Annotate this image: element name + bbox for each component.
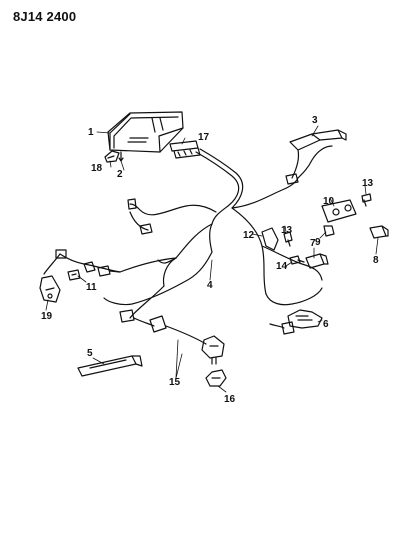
callout-13b: 13 <box>281 225 293 236</box>
sensor-bracket <box>269 309 323 335</box>
main-harness <box>103 145 333 306</box>
harness-connector <box>169 140 201 159</box>
sensor-nut <box>205 369 227 387</box>
callout-14: 14 <box>276 261 288 272</box>
callout-8: 8 <box>373 255 379 266</box>
callout-12: 12 <box>243 230 255 241</box>
screw <box>118 151 124 162</box>
callout-9: 9 <box>315 237 321 248</box>
pigtail-upper <box>127 198 217 235</box>
connector-barrel <box>305 253 329 269</box>
callout-17: 17 <box>198 132 210 143</box>
callout-15: 15 <box>169 377 181 388</box>
terminal-clip <box>261 227 279 251</box>
callout-5: 5 <box>87 348 93 359</box>
leader-lines <box>45 125 379 393</box>
callout-11: 11 <box>86 282 97 293</box>
oxygen-sensor <box>201 335 225 365</box>
callout-2: 2 <box>117 169 123 180</box>
tie-strap <box>77 355 143 377</box>
module-clip <box>104 150 120 163</box>
sensor-wire <box>119 285 207 345</box>
mounting-bracket <box>39 275 61 303</box>
diagram-code: 8J14 2400 <box>13 9 77 24</box>
screw-small <box>283 231 293 247</box>
callout-18: 18 <box>91 163 103 174</box>
callout-13a: 13 <box>362 178 374 189</box>
callout-6: 6 <box>323 319 329 330</box>
lamp-socket <box>369 225 389 239</box>
grommet <box>67 269 81 281</box>
sensor-upper <box>285 129 347 185</box>
callout-4: 4 <box>207 280 213 291</box>
pigtail-left <box>43 249 121 277</box>
callout-16: 16 <box>224 394 236 405</box>
callout-3: 3 <box>312 115 318 126</box>
callout-7: 7 <box>310 238 316 249</box>
callout-10: 10 <box>323 196 335 207</box>
nut <box>323 225 335 237</box>
bracket-plate <box>321 193 372 223</box>
control-module <box>107 111 184 153</box>
callout-19: 19 <box>41 311 53 322</box>
callout-labels: 1 2 18 17 3 13 10 9 8 12 13 7 14 4 11 19… <box>41 115 379 405</box>
callout-1: 1 <box>88 127 94 138</box>
